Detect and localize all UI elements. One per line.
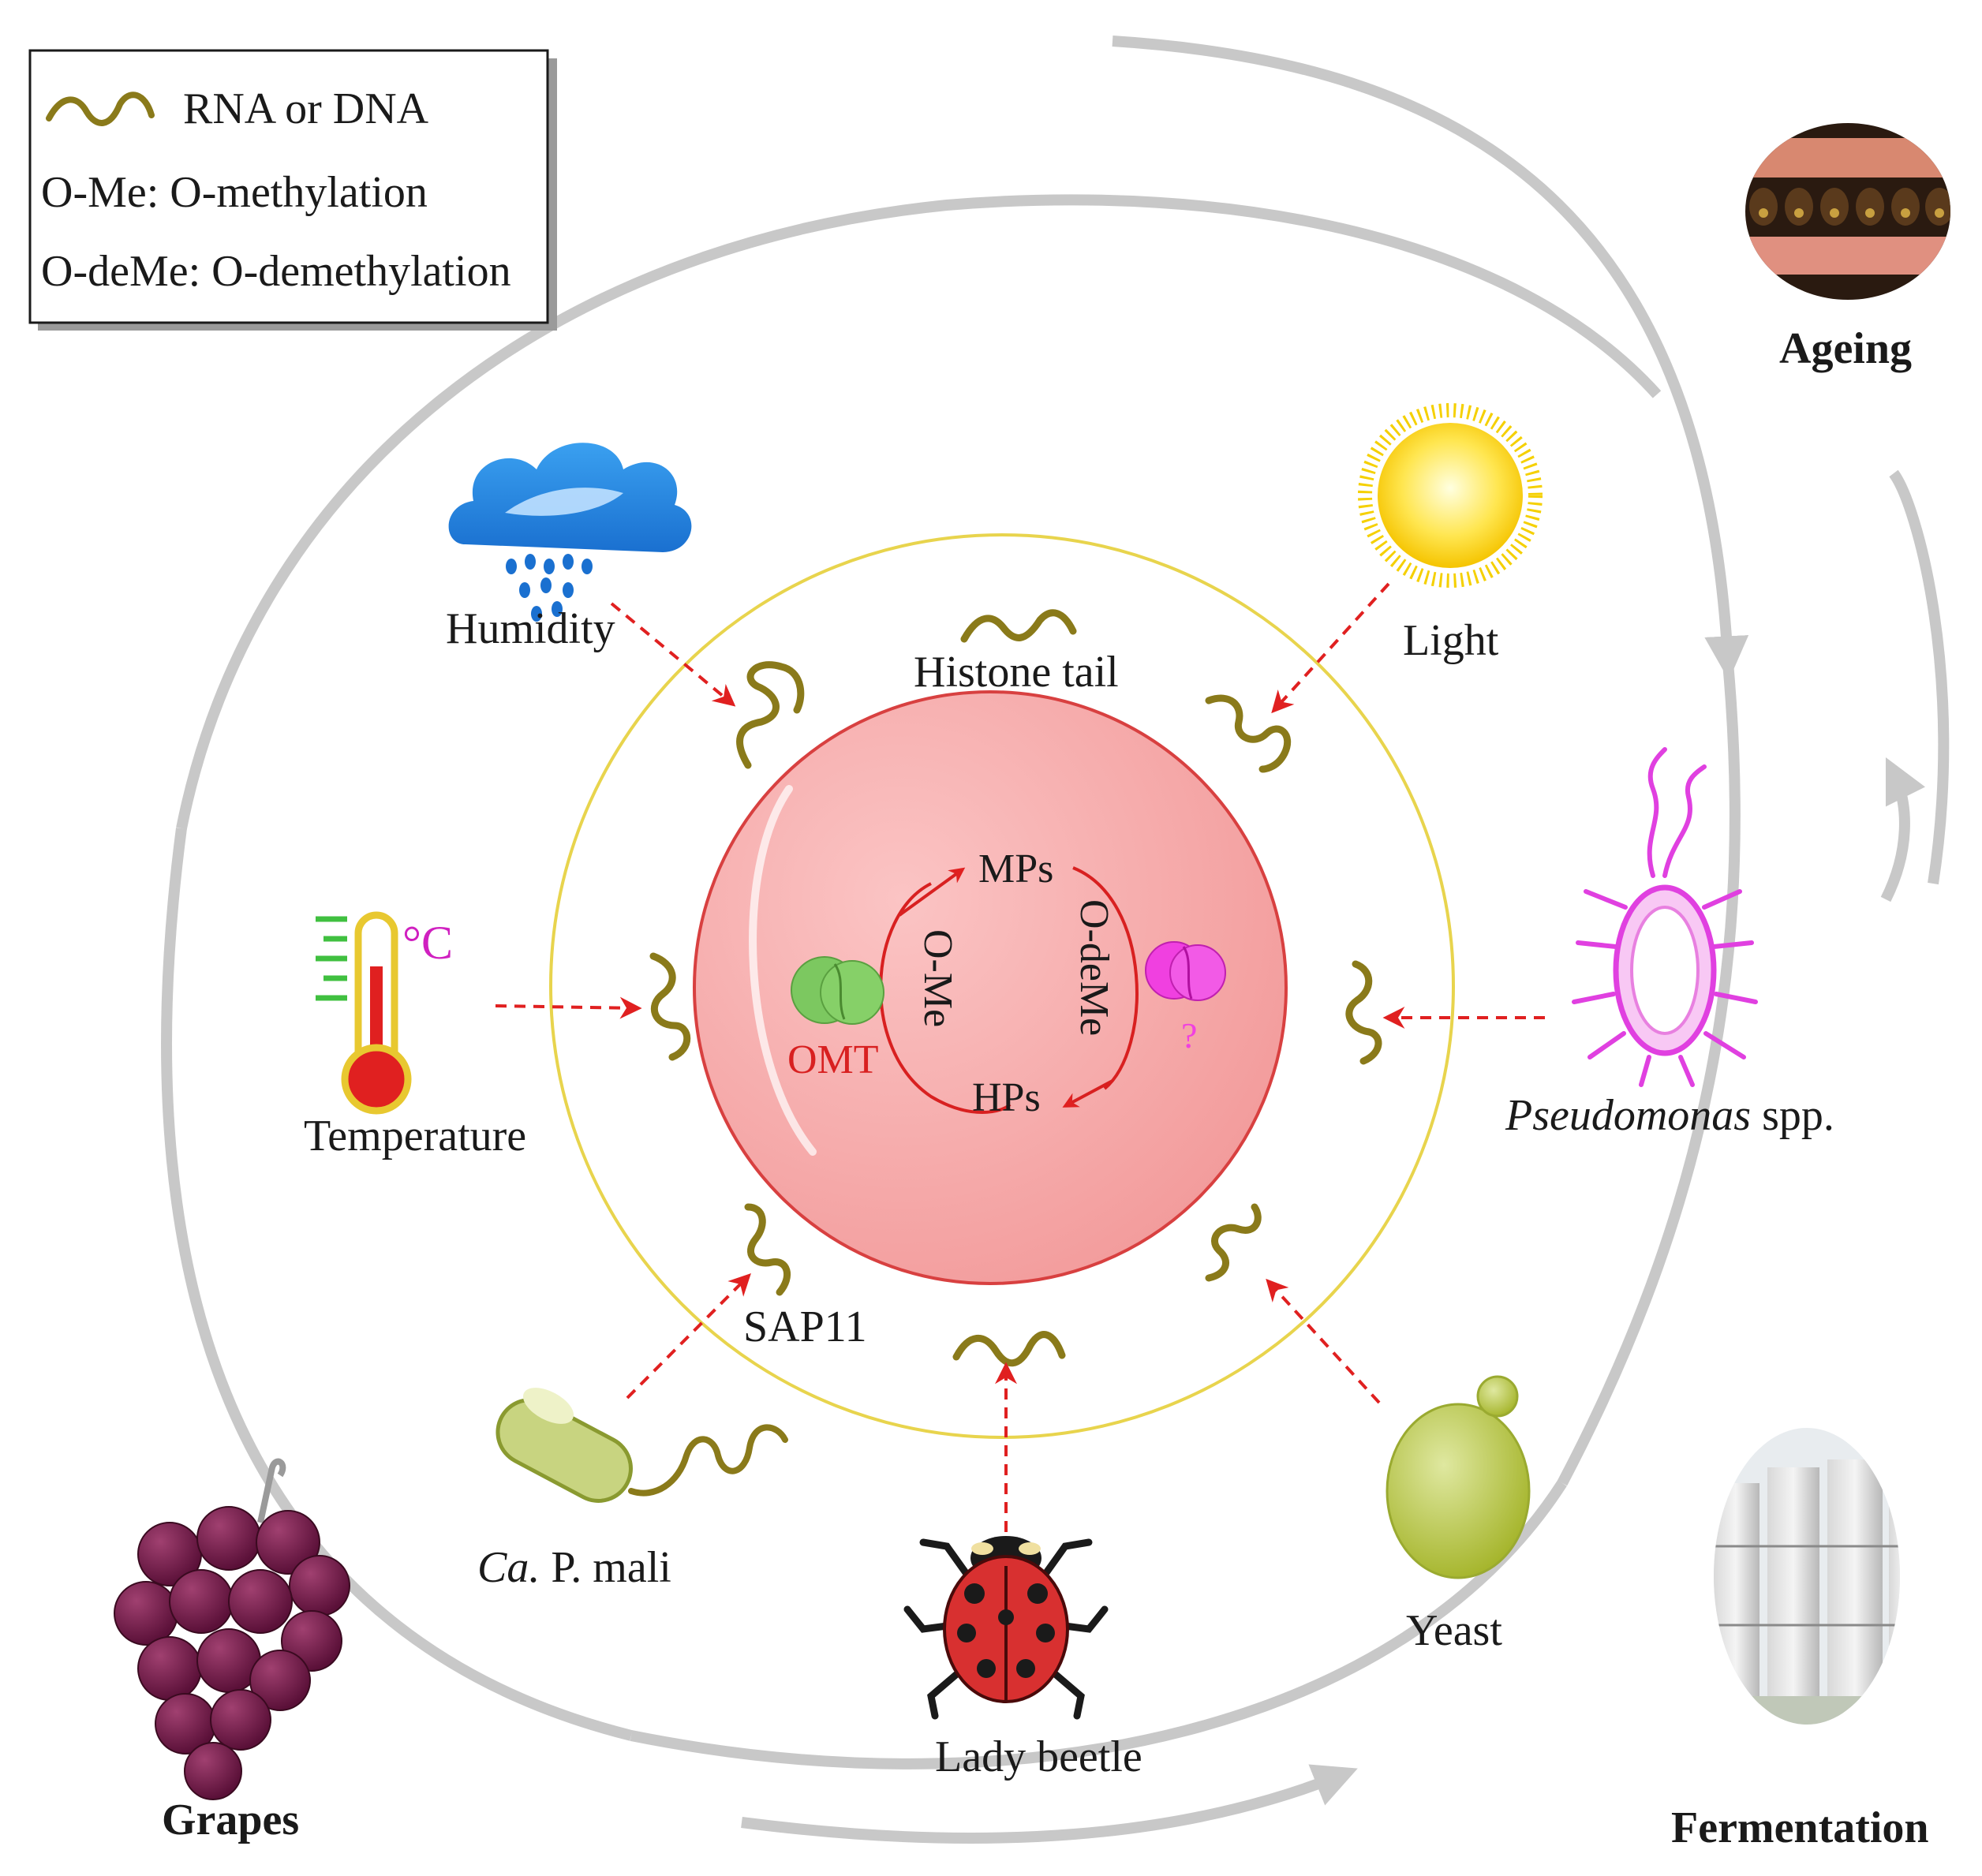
ageing-photo bbox=[1745, 123, 1950, 300]
unknown-enzyme-icon bbox=[1145, 941, 1226, 1001]
fermentation-label: Fermentation bbox=[1671, 1803, 1929, 1852]
arrow-temperature bbox=[495, 996, 642, 1019]
grapes-icon bbox=[114, 1458, 350, 1800]
legend-entry-o-me: O-Me: O-methylation bbox=[41, 168, 428, 217]
light-label: Light bbox=[1403, 616, 1499, 665]
dna-wave-marks bbox=[649, 609, 1382, 1367]
rain-cloud-icon bbox=[448, 443, 692, 622]
dna-wave-bottom-right bbox=[1205, 1203, 1262, 1282]
grapes-label: Grapes bbox=[162, 1796, 299, 1844]
phytoplasma-icon bbox=[496, 1388, 788, 1503]
o-deme-label: O-deMe bbox=[1071, 899, 1116, 1036]
legend-entry-dna: RNA or DNA bbox=[183, 84, 429, 133]
epigenetic-ring bbox=[549, 533, 1455, 1439]
celsius-label: °C bbox=[402, 917, 453, 969]
dna-wave-top bbox=[960, 609, 1077, 643]
dna-wave-top-right bbox=[1205, 694, 1292, 773]
o-me-label: O-Me bbox=[915, 929, 960, 1027]
outer-cycle-ring bbox=[161, 36, 1950, 1844]
dna-wave-top-left bbox=[736, 661, 805, 769]
yeast-label: Yeast bbox=[1406, 1606, 1502, 1655]
arrow-yeast bbox=[1266, 1278, 1381, 1404]
arrow-humidity bbox=[610, 602, 736, 707]
pseudomonas-label: Pseudomonas spp. bbox=[1505, 1091, 1834, 1140]
omt-enzyme-icon bbox=[791, 956, 884, 1025]
legend: RNA or DNA O-Me: O-methylation O-deMe: O… bbox=[28, 49, 557, 331]
dna-wave-bottom-left bbox=[744, 1203, 791, 1296]
fermentation-tanks-photo bbox=[1714, 1428, 1900, 1725]
thermometer-icon bbox=[316, 911, 412, 1115]
ageing-label: Ageing bbox=[1779, 324, 1912, 373]
dna-wave-bottom bbox=[952, 1331, 1066, 1367]
sap11-label: SAP11 bbox=[743, 1302, 867, 1351]
legend-entry-o-deme: O-deMe: O-demethylation bbox=[41, 247, 511, 296]
temperature-label: Temperature bbox=[304, 1112, 526, 1160]
legend-dna-wave-icon bbox=[46, 92, 155, 126]
hps-label: HPs bbox=[972, 1075, 1041, 1120]
mps-label: MPs bbox=[978, 846, 1053, 891]
lady-beetle-label: Lady beetle bbox=[935, 1732, 1142, 1781]
yeast-icon bbox=[1386, 1375, 1531, 1579]
dna-wave-left bbox=[649, 952, 691, 1061]
histone-tail-label: Histone tail bbox=[914, 648, 1119, 697]
lady-beetle-icon bbox=[903, 1536, 1109, 1720]
ca-p-mali-label: Ca. P. mali bbox=[477, 1543, 671, 1592]
influence-arrows bbox=[495, 582, 1545, 1570]
omt-label: OMT bbox=[787, 1037, 879, 1082]
unknown-label: ? bbox=[1181, 1015, 1197, 1056]
pseudomonas-bacterium-icon bbox=[1572, 747, 1758, 1087]
dna-wave-right bbox=[1345, 960, 1382, 1065]
humidity-label: Humidity bbox=[446, 604, 615, 653]
arrow-light bbox=[1271, 582, 1390, 714]
sun-icon bbox=[1358, 403, 1543, 588]
arrow-ca-p-mali bbox=[626, 1273, 751, 1400]
core-cell: MPs HPs O-Me O-deMe OMT ? bbox=[693, 690, 1288, 1285]
